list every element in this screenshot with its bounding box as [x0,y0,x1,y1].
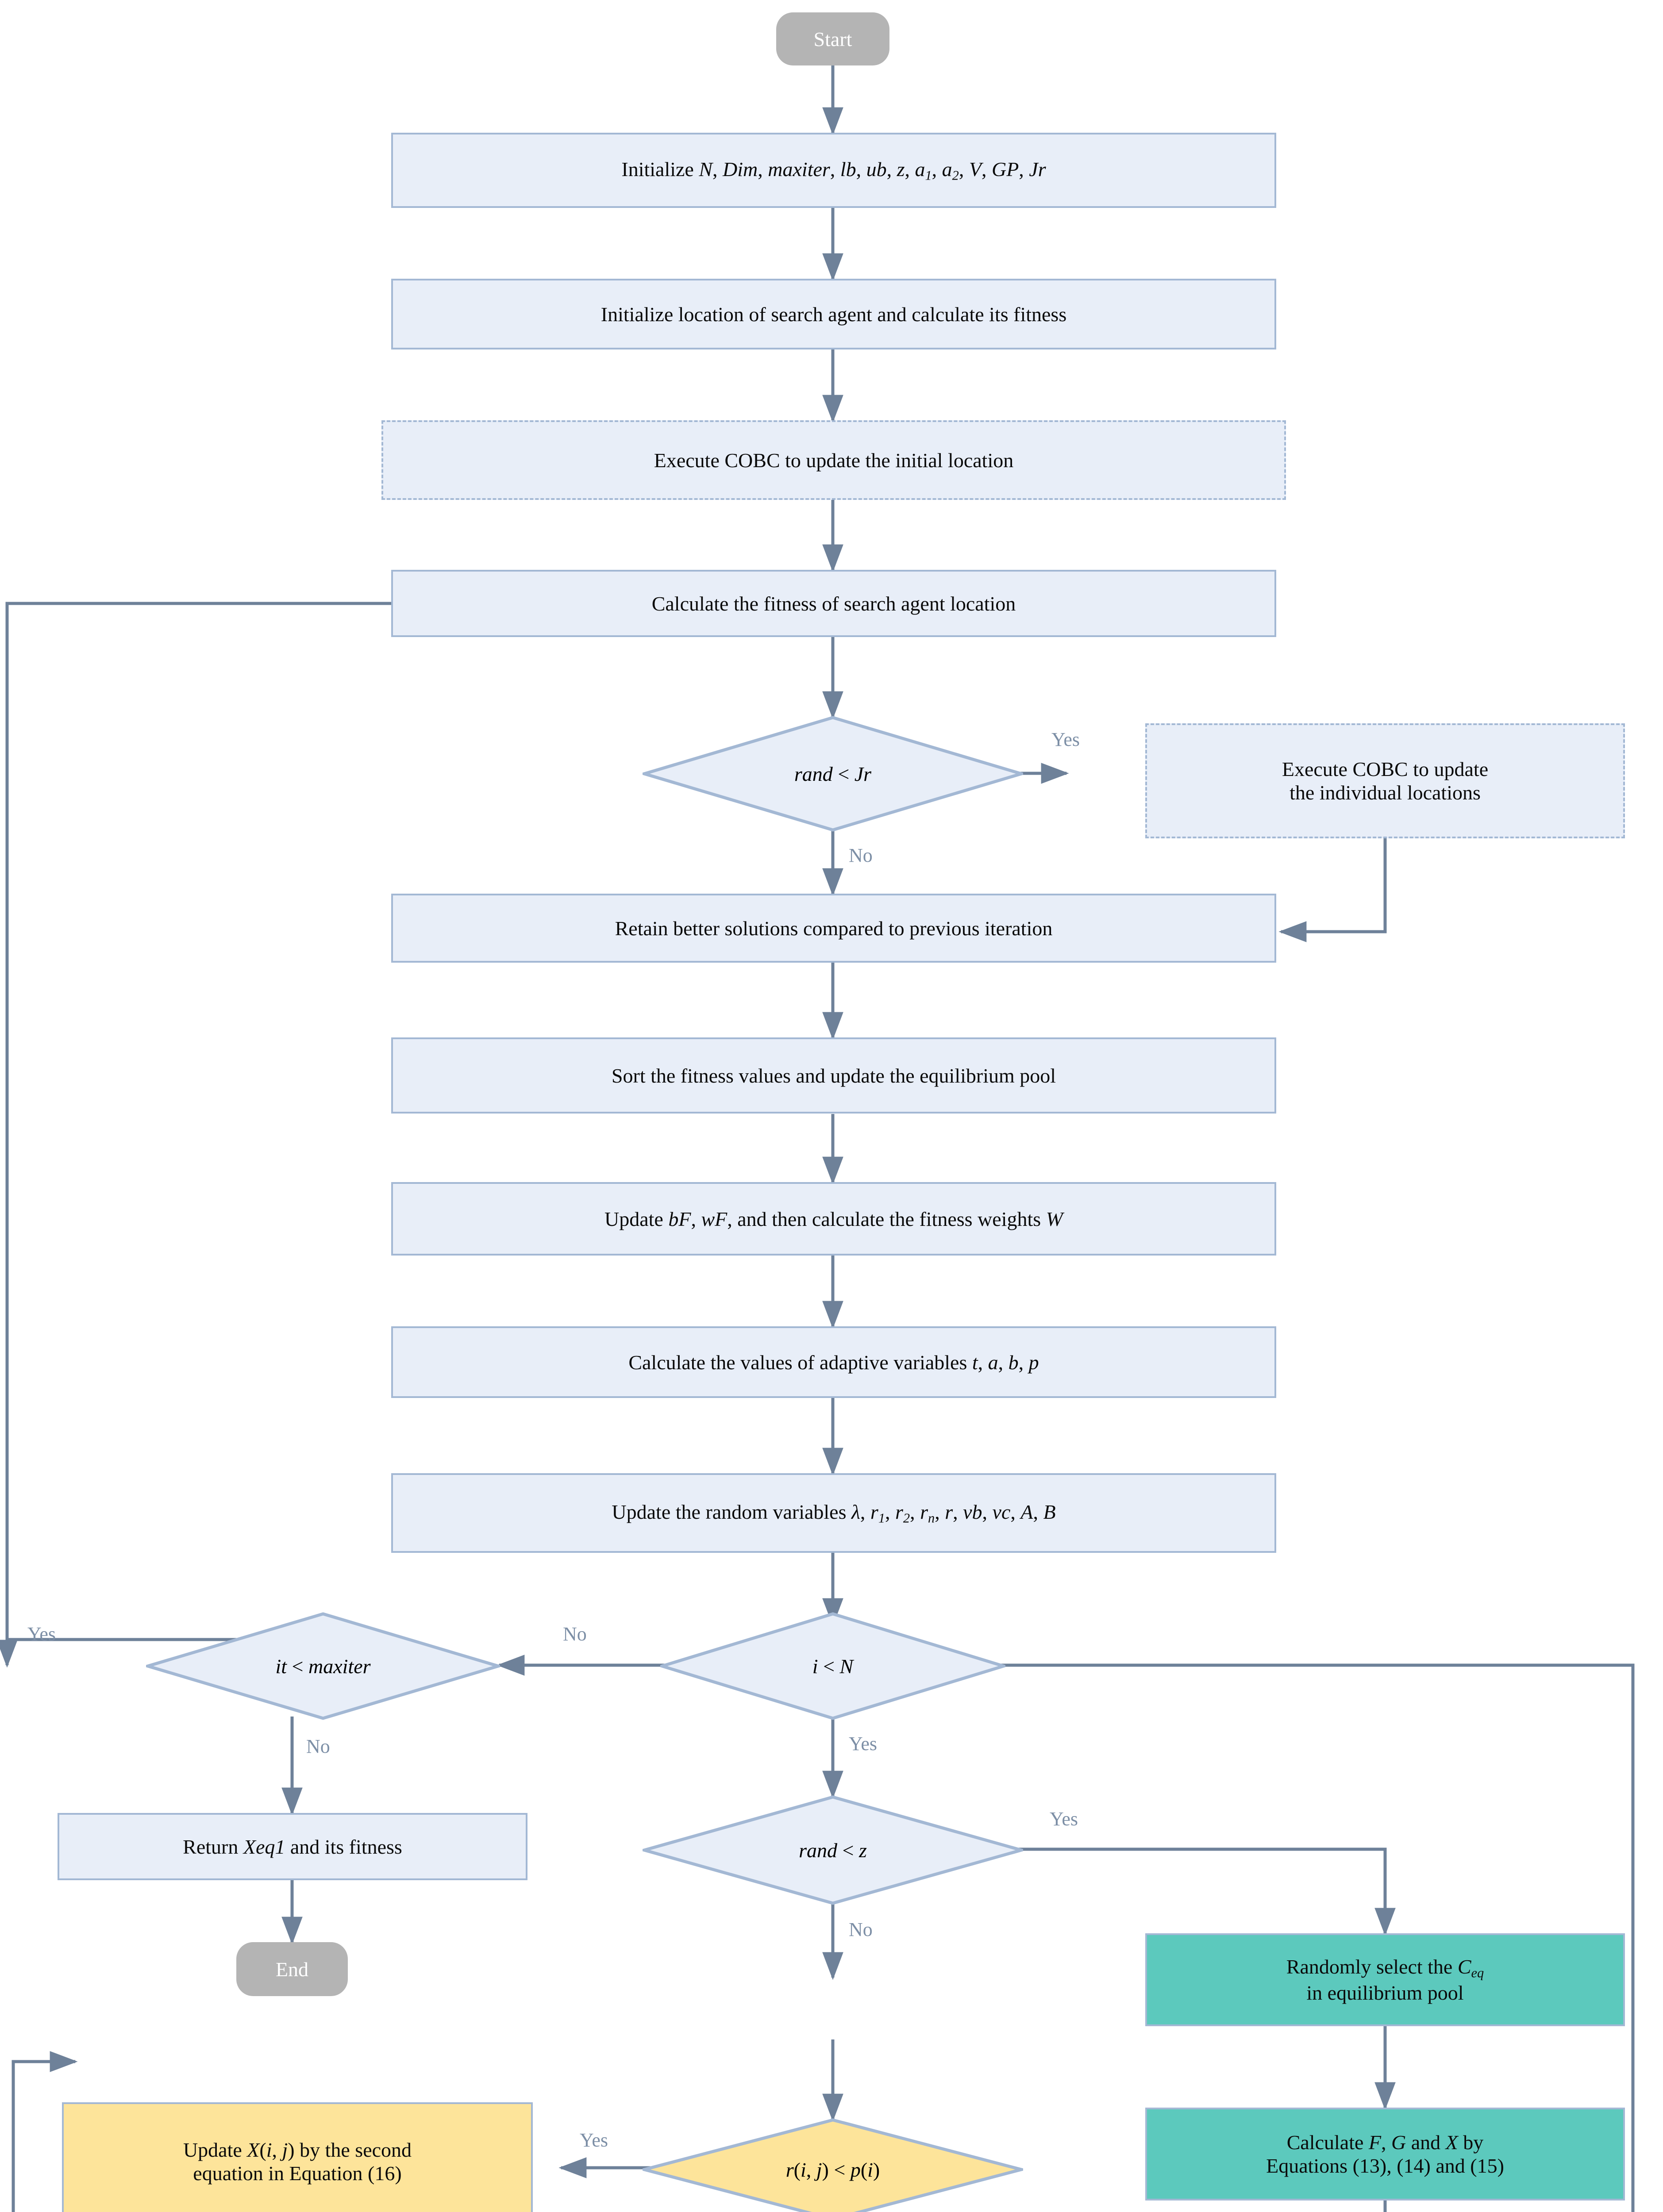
random-variables-label: Update the random variables λ, r1, r2, r… [612,1500,1056,1526]
initialize-location-label: Initialize location of search agent and … [601,303,1067,326]
cobc-initial-label: Execute COBC to update the initial locat… [654,449,1014,472]
edge-label-rand-jr-yes: Yes [1051,729,1080,750]
end-terminal: End [236,1942,348,1996]
it-maxiter-decision [146,1612,500,1720]
sort-fitness-box: Sort the fitness values and update the e… [391,1037,1276,1114]
retain-better-label: Retain better solutions compared to prev… [615,917,1053,940]
edge-label-it-maxiter-no: No [306,1736,330,1757]
rand-jr-decision [643,716,1023,832]
r-lt-p-decision [643,2118,1023,2212]
end-label: End [275,1958,309,1981]
return-xeq1-label: Return Xeq1 and its fitness [183,1835,402,1858]
retain-better-box: Retain better solutions compared to prev… [391,894,1276,963]
initialize-parameters-box: Initialize N, Dim, maxiter, lb, ub, z, a… [391,133,1276,208]
edge-label-i-lt-n-no: No [563,1623,587,1645]
update-bf-wf-box: Update bF, wF, and then calculate the fi… [391,1182,1276,1256]
adaptive-variables-label: Calculate the values of adaptive variabl… [628,1351,1039,1374]
edge-label-rand-z-no: No [849,1919,873,1940]
edge-label-i-lt-n-yes: Yes [849,1733,878,1755]
edge-label-it-maxiter-yes: Yes [27,1623,56,1645]
cobc-initial-box: Execute COBC to update the initial locat… [381,420,1286,500]
calculate-fitness-box: Calculate the fitness of search agent lo… [391,570,1276,637]
start-terminal: Start [776,12,889,65]
initialize-parameters-label: Initialize N, Dim, maxiter, lb, ub, z, a… [621,157,1046,183]
edge-label-rand-jr-no: No [849,845,873,866]
update-bf-wf-label: Update bF, wF, and then calculate the fi… [604,1207,1063,1230]
edge-label-rand-z-yes: Yes [1050,1808,1078,1830]
sort-fitness-label: Sort the fitness values and update the e… [611,1064,1056,1087]
i-lt-n-decision [660,1612,1005,1720]
adaptive-variables-box: Calculate the values of adaptive variabl… [391,1326,1276,1398]
return-xeq1-box: Return Xeq1 and its fitness [58,1813,527,1880]
rand-z-decision [643,1795,1023,1905]
calculate-fitness-label: Calculate the fitness of search agent lo… [651,592,1016,615]
random-variables-box: Update the random variables λ, r1, r2, r… [391,1473,1276,1553]
initialize-location-box: Initialize location of search agent and … [391,279,1276,349]
start-label: Start [813,27,852,50]
edge-label-r-lt-p-yes: Yes [580,2129,608,2151]
